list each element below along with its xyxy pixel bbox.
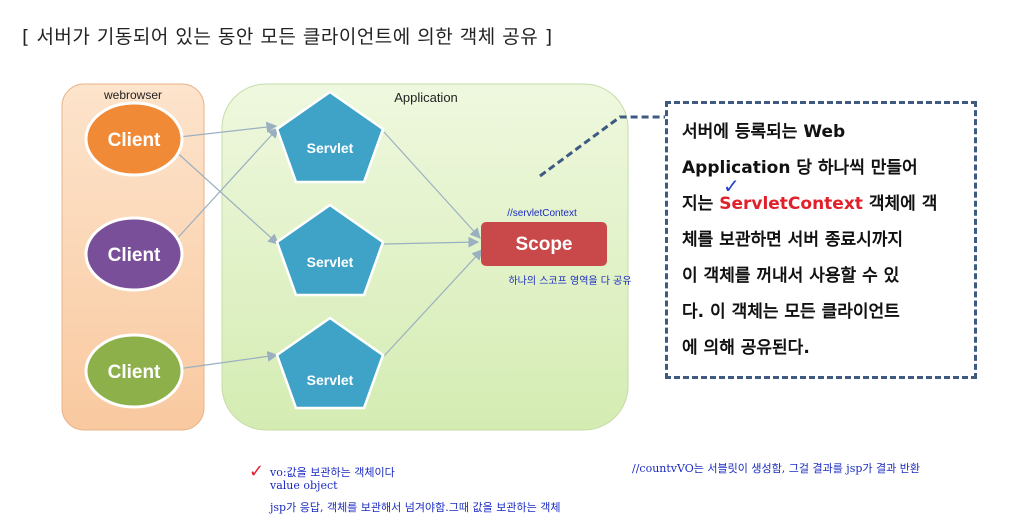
webrowser-label: webrowser: [103, 88, 162, 102]
jsp-note: jsp가 응답, 객체를 보관해서 넘겨야함.그때 값을 보관하는 객체: [270, 501, 561, 514]
scope-note: 하나의 스코프 영역을 다 공유: [508, 274, 631, 287]
scope-comment: //servletContext: [507, 208, 577, 219]
client-node-3: [84, 333, 184, 409]
callout-line-4: 체를 보관하면 서버 종료시까지: [682, 230, 904, 250]
scope-label: Scope: [515, 234, 572, 255]
servlet-label-3: Servlet: [307, 372, 354, 388]
arrow-client2-servlet1: [162, 127, 279, 255]
servlet-node-1: [275, 90, 385, 184]
servlet-node-3: [275, 316, 385, 410]
arrow-servlet3-scope: [383, 249, 483, 357]
page-title: [ 서버가 기동되어 있는 동안 모든 클라이언트에 의한 객체 공유 ]: [22, 26, 553, 48]
callout-line-3-post: 객체에 객: [862, 194, 938, 214]
servletcontext-highlight: ServletContext: [719, 194, 863, 214]
client-label-1: Client: [108, 130, 161, 151]
callout-line-3-pre: 지는: [682, 194, 720, 214]
callout-line-2: Application 당 하나씩 만들어: [682, 158, 918, 178]
vo-note: vo:값을 보관하는 객체이다 value object: [270, 466, 395, 492]
red-check-icon: ✓: [249, 461, 265, 482]
countvo-note: //countvVO는 서블릿이 생성함, 그걸 결과를 jsp가 결과 반환: [632, 462, 920, 475]
callout-line-3: 지는 ServletContext 객체에 객: [682, 186, 960, 222]
callout-box: 서버에 등록되는 Web Application 당 하나씩 만들어 지는 Se…: [665, 101, 977, 379]
application-label: Application: [394, 90, 458, 105]
callout-line-7: 에 의해 공유된다.: [682, 338, 810, 358]
callout-line-6: 다. 이 객체는 모든 클라이언트: [682, 302, 900, 322]
vo-note-line-2: value object: [270, 479, 338, 492]
servlet-label-2: Servlet: [307, 254, 354, 270]
client-label-2: Client: [108, 245, 161, 266]
arrow-servlet1-scope: [383, 131, 481, 239]
arrow-servlet2-scope: [383, 236, 480, 248]
vo-note-line-1: vo:값을 보관하는 객체이다: [270, 466, 395, 479]
client-label-3: Client: [108, 362, 161, 383]
callout-line-1: 서버에 등록되는 Web: [682, 122, 846, 142]
servlet-label-1: Servlet: [307, 140, 354, 156]
callout-connector: [539, 115, 665, 178]
blue-check-icon: ✓: [723, 174, 740, 198]
servlet-node-2: [275, 203, 385, 297]
client-node-2: [84, 216, 184, 292]
client-node-1: [84, 101, 184, 177]
scope-box: [481, 222, 607, 266]
callout-line-5: 이 객체를 꺼내서 사용할 수 있: [682, 266, 900, 286]
